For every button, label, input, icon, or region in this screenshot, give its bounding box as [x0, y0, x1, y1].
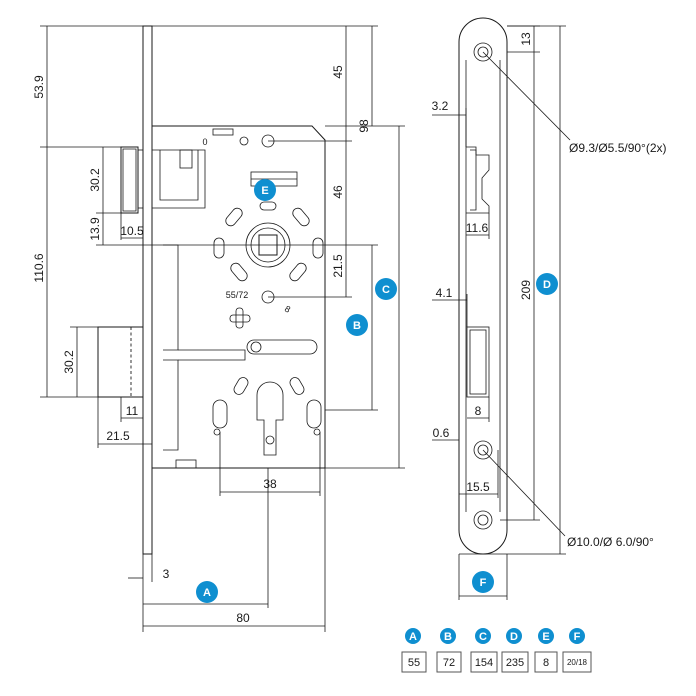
legend-a-key: A: [409, 631, 417, 643]
dead-bolt: [97, 326, 144, 398]
legend-c-key: C: [479, 631, 487, 643]
inner-channels: [163, 244, 318, 451]
legend-c-value: 154: [475, 657, 493, 669]
dim-11-6: 11.6: [466, 221, 489, 235]
legend-e-key: E: [542, 631, 549, 643]
dim-4-1: 4.1: [436, 286, 453, 300]
cylinder-cutout: [212, 377, 322, 456]
badge-d: D: [536, 273, 558, 295]
legend-d: D 235: [501, 628, 529, 673]
dim-30-2-top: 30.2: [88, 168, 102, 192]
legend-b-value: 72: [443, 657, 455, 669]
badge-b-label: B: [353, 320, 361, 332]
legend-c: C 154: [470, 628, 498, 673]
legend-f-key: F: [574, 631, 581, 643]
dim-21-5-left: 21.5: [106, 429, 130, 443]
dim-209: 209: [519, 280, 533, 300]
dim-38: 38: [263, 477, 277, 491]
mark-zero: 0: [202, 137, 207, 147]
legend-e: E 8: [534, 628, 558, 673]
lock-case: [151, 125, 326, 469]
faceplate-left: [142, 25, 153, 555]
legend-d-key: D: [510, 631, 518, 643]
legend-a: A 55: [401, 628, 427, 673]
badge-a: A: [196, 581, 218, 603]
dim-3-2: 3.2: [432, 99, 449, 113]
dim-80: 80: [236, 611, 250, 625]
latch-bolt: [120, 146, 206, 214]
faceplate-front: [458, 17, 508, 555]
dim-13: 13: [519, 32, 533, 46]
badge-e: E: [254, 179, 276, 201]
dim-21-5-mid: 21.5: [331, 254, 345, 278]
dim-98: 98: [357, 119, 371, 133]
dim-3: 3: [163, 567, 170, 581]
badge-b: B: [346, 314, 368, 336]
dim-53-9: 53.9: [32, 75, 46, 99]
dimension-lines-right: [432, 25, 571, 600]
mark-eight: 8: [283, 304, 292, 315]
legend-e-value: 8: [543, 657, 549, 669]
dim-8: 8: [475, 404, 482, 418]
dim-13-9: 13.9: [88, 217, 102, 241]
hole-spec-bottom: Ø10.0/Ø 6.0/90°: [567, 535, 654, 549]
badge-a-label: A: [203, 587, 211, 599]
badge-d-label: D: [543, 279, 551, 291]
dim-11: 11: [126, 404, 139, 418]
legend-b-key: B: [444, 631, 452, 643]
badge-c: C: [375, 278, 397, 300]
hole-spec-top: Ø9.3/Ø5.5/90°(2x): [569, 141, 667, 155]
dim-46: 46: [331, 185, 345, 199]
legend-f-value: 20/18: [567, 658, 588, 667]
badge-f-label: F: [480, 577, 487, 589]
dim-15-5: 15.5: [466, 480, 490, 494]
dim-0-6: 0.6: [433, 426, 450, 440]
dim-110-6: 110.6: [32, 253, 46, 282]
legend-b: B 72: [436, 628, 462, 673]
badge-f: F: [472, 571, 494, 593]
badge-e-label: E: [261, 185, 268, 197]
badge-c-label: C: [382, 284, 390, 296]
legend-a-value: 55: [408, 657, 420, 669]
dim-10-5: 10.5: [120, 224, 144, 238]
dim-30-2-bottom: 30.2: [62, 350, 76, 374]
dimension-lines-left: [40, 25, 405, 632]
dim-55-72: 55/72: [226, 290, 249, 300]
dim-45: 45: [331, 65, 345, 79]
legend-d-value: 235: [506, 657, 524, 669]
legend-f: F 20/18: [562, 628, 592, 673]
